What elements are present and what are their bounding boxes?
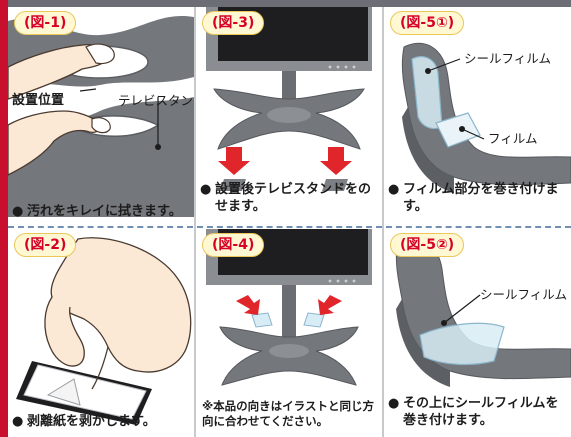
figure-label: (図-1) (14, 11, 77, 35)
panel-fig-5-1: (図-5①) シールフィルム フィルム ●フィルム部分を巻き付けます。 (384, 7, 571, 225)
caption-text: 汚れをキレイに拭きます。 (27, 204, 182, 219)
bullet-mark: ● (12, 414, 24, 429)
bullet-mark: ● (200, 182, 212, 197)
callout-seal-film: シールフィルム (480, 287, 568, 302)
caption-text: 設置後テレビスタンドをのせます。 (215, 182, 372, 214)
panel-fig-1: (図-1) 設置位置 テレビスタンド ●汚れをキレイに拭きます。 (8, 7, 194, 225)
row-divider (8, 226, 571, 228)
panel-fig-5-2: (図-5②) シールフィルム ●その上にシールフィルムを巻き付けます。 (384, 229, 571, 437)
bullet-mark: ● (12, 204, 24, 219)
figure-label: (図-3) (202, 11, 265, 35)
bullet-mark: ● (388, 182, 400, 197)
illustration-wipe-stand (8, 15, 194, 217)
column-divider (382, 7, 384, 437)
caption-fig-2: ●剥離紙を剥がします。 (12, 413, 191, 430)
caption-fig-1: ●汚れをキレイに拭きます。 (12, 203, 191, 220)
panel-fig-4: (図-4) ※本品の向きはイラストと同じ方向に合わせてください。 (196, 229, 382, 437)
illustration-peel-paper (16, 237, 192, 425)
caption-text: 剥離紙を剥がします。 (27, 414, 156, 429)
top-strip (0, 0, 571, 7)
column-divider (194, 7, 196, 437)
caption-fig-5-2: ●その上にシールフィルムを巻き付けます。 (388, 395, 568, 429)
figure-label: (図-4) (202, 233, 265, 257)
bullet-mark: ● (388, 396, 400, 411)
figure-label: (図-5②) (390, 233, 465, 257)
callout-tv-stand: テレビスタンド (118, 93, 194, 108)
figure-label: (図-5①) (390, 11, 465, 35)
caption-text: その上にシールフィルムを巻き付けます。 (403, 396, 559, 428)
illustration-wrap-seal (395, 236, 571, 387)
panel-fig-2: (図-2) ●剥離紙を剥がします。 (8, 229, 194, 437)
illustration-wrap-film (401, 42, 571, 193)
caption-text: フィルム部分を巻き付けます。 (403, 182, 559, 214)
figure-label: (図-2) (14, 233, 77, 257)
panel-fig-3: (図-3) ●設置後テレビスタンドをのせます。 (196, 7, 382, 225)
left-accent-bar (0, 0, 8, 437)
callout-seal-film: シールフィルム (464, 51, 552, 66)
caption-fig-5-1: ●フィルム部分を巻き付けます。 (388, 181, 568, 215)
caption-fig-3: ●設置後テレビスタンドをのせます。 (200, 181, 379, 215)
callout-film: フィルム (488, 131, 538, 146)
callout-install-position: 設置位置 (12, 93, 65, 108)
caption-fig-4-note: ※本品の向きはイラストと同じ方向に合わせてください。 (202, 399, 374, 428)
